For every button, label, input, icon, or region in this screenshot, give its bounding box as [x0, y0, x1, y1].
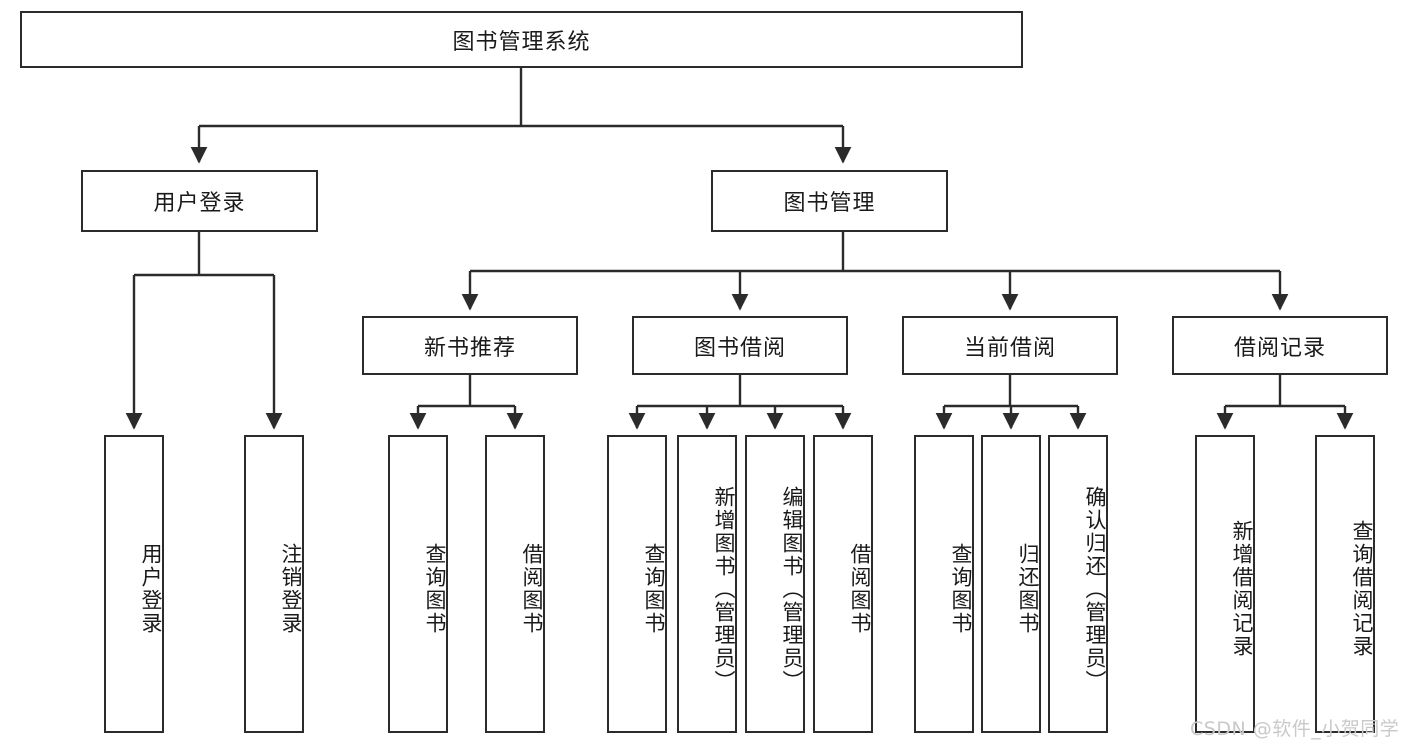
- leaf-user-login-login[interactable]: 用户登录: [104, 435, 164, 733]
- node-root-system-label: 图书管理系统: [452, 29, 591, 55]
- node-book-management[interactable]: 图书管理: [711, 170, 948, 232]
- leaf-user-login-logout[interactable]: 注销登录: [244, 435, 304, 733]
- leaf-recommend-borrow-book[interactable]: 借阅图书: [485, 435, 545, 733]
- leaf-borrow-borrow-book[interactable]: 借阅图书: [813, 435, 873, 733]
- node-book-management-label: 图书管理: [783, 191, 876, 216]
- leaf-current-return-book-label: 归还图书: [1016, 543, 1040, 635]
- leaf-current-confirm-return-label: 确认归还（管理员）: [1083, 485, 1107, 693]
- leaf-borrow-edit-book-label: 编辑图书（管理员）: [780, 485, 804, 693]
- leaf-record-add-record-label: 新增借阅记录: [1230, 520, 1254, 658]
- node-borrow-record-label: 借阅记录: [1233, 335, 1326, 361]
- leaf-recommend-query-book[interactable]: 查询图书: [388, 435, 448, 733]
- node-current-borrow[interactable]: 当前借阅: [902, 316, 1118, 375]
- node-user-login[interactable]: 用户登录: [81, 170, 318, 232]
- leaf-current-query-book[interactable]: 查询图书: [914, 435, 974, 733]
- leaf-recommend-query-book-label: 查询图书: [423, 543, 447, 635]
- leaf-borrow-add-book[interactable]: 新增图书（管理员）: [677, 435, 737, 733]
- node-borrow-record[interactable]: 借阅记录: [1172, 316, 1388, 375]
- node-book-borrow[interactable]: 图书借阅: [632, 316, 848, 375]
- node-new-book-recommend-label: 新书推荐: [423, 335, 516, 361]
- leaf-current-return-book[interactable]: 归还图书: [981, 435, 1041, 733]
- node-new-book-recommend[interactable]: 新书推荐: [362, 316, 578, 375]
- node-root-system[interactable]: 图书管理系统: [20, 11, 1023, 68]
- node-user-login-label: 用户登录: [153, 191, 246, 216]
- leaf-record-query-record[interactable]: 查询借阅记录: [1315, 435, 1375, 733]
- leaf-borrow-add-book-label: 新增图书（管理员）: [712, 485, 736, 693]
- leaf-recommend-borrow-book-label: 借阅图书: [520, 543, 544, 635]
- leaf-borrow-edit-book[interactable]: 编辑图书（管理员）: [745, 435, 805, 733]
- leaf-current-query-book-label: 查询图书: [949, 543, 973, 635]
- leaf-record-add-record[interactable]: 新增借阅记录: [1195, 435, 1255, 733]
- leaf-borrow-borrow-book-label: 借阅图书: [848, 543, 872, 635]
- leaf-record-query-record-label: 查询借阅记录: [1350, 520, 1374, 658]
- csdn-watermark: CSDN @软件_小贺同学: [1190, 718, 1400, 740]
- leaf-user-login-logout-label: 注销登录: [279, 543, 303, 635]
- node-book-borrow-label: 图书借阅: [693, 335, 786, 361]
- leaf-current-confirm-return[interactable]: 确认归还（管理员）: [1048, 435, 1108, 733]
- leaf-borrow-query-book[interactable]: 查询图书: [607, 435, 667, 733]
- leaf-user-login-login-label: 用户登录: [139, 543, 163, 635]
- leaf-borrow-query-book-label: 查询图书: [642, 543, 666, 635]
- node-current-borrow-label: 当前借阅: [963, 335, 1056, 361]
